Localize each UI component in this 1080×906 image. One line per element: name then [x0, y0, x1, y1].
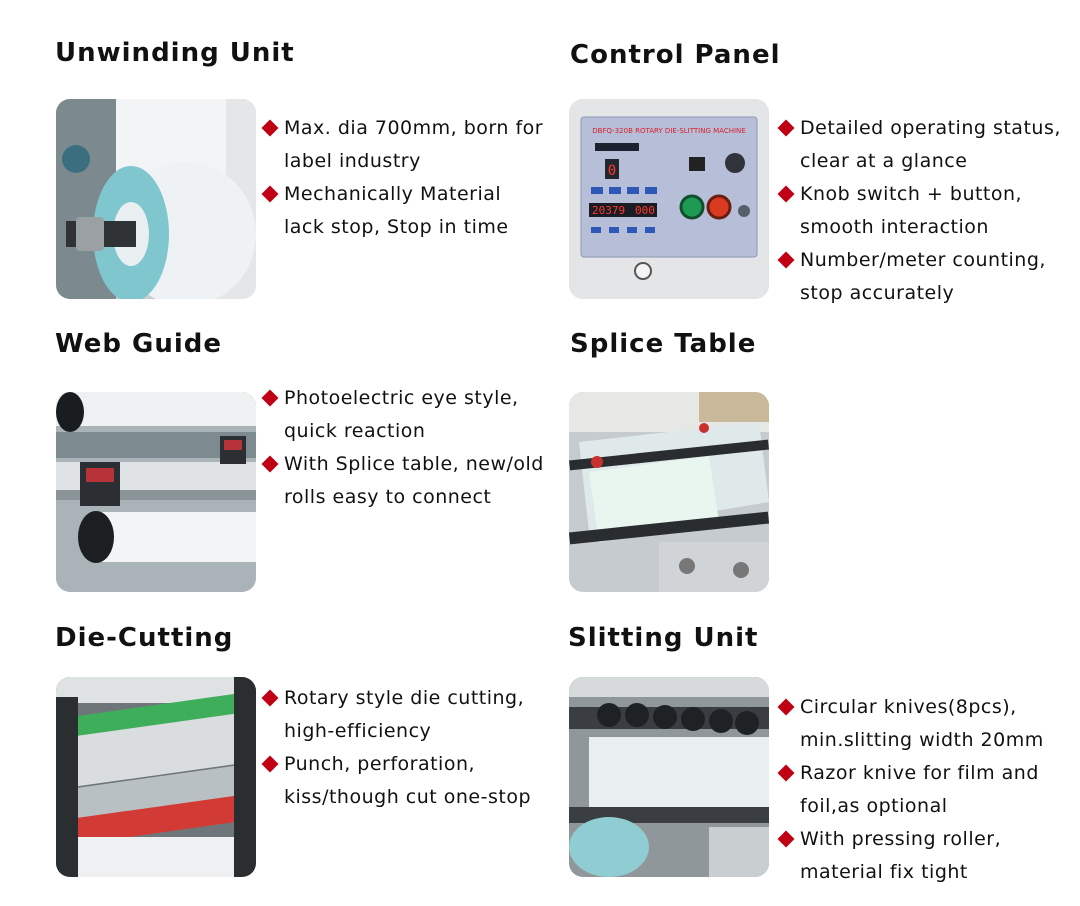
web-guide-bullets: Photoelectric eye style, quick reaction …	[261, 382, 544, 514]
list-item: Mechanically Material lack stop, Stop in…	[261, 178, 543, 244]
slitting-unit-bullets: Circular knives(8pcs), min.slitting widt…	[777, 691, 1044, 889]
control-panel-bullets: Detailed operating status, clear at a gl…	[777, 112, 1061, 310]
section-title-web-guide: Web Guide	[55, 329, 223, 359]
web-guide-photo	[56, 392, 256, 592]
die-cutting-photo	[56, 677, 256, 877]
list-item: Knob switch + button, smooth interaction	[777, 178, 1061, 244]
diamond-bullet-icon	[777, 251, 795, 269]
counter-value: 20379	[592, 204, 625, 217]
diamond-bullet-icon	[261, 689, 279, 707]
section-title-unwinding-unit: Unwinding Unit	[55, 38, 295, 68]
slitting-unit-photo	[569, 677, 769, 877]
list-item: With Splice table, new/old rolls easy to…	[261, 448, 544, 514]
list-item: Max. dia 700mm, born for label industry	[261, 112, 543, 178]
diamond-bullet-icon	[261, 389, 279, 407]
section-title-splice-table: Splice Table	[570, 329, 757, 359]
list-item: Detailed operating status, clear at a gl…	[777, 112, 1061, 178]
unwinding-unit-bullets: Max. dia 700mm, born for label industry …	[261, 112, 543, 244]
diamond-bullet-icon	[777, 119, 795, 137]
section-title-control-panel: Control Panel	[570, 40, 781, 70]
diamond-bullet-icon	[777, 764, 795, 782]
section-title-die-cutting: Die-Cutting	[55, 623, 234, 653]
diamond-bullet-icon	[261, 185, 279, 203]
diamond-bullet-icon	[777, 830, 795, 848]
diamond-bullet-icon	[261, 455, 279, 473]
svg-text:0: 0	[608, 163, 616, 179]
list-item: Number/meter counting, stop accurately	[777, 244, 1061, 310]
counter-small: 000	[635, 204, 655, 217]
list-item: Punch, perforation, kiss/though cut one-…	[261, 748, 531, 814]
list-item: Circular knives(8pcs), min.slitting widt…	[777, 691, 1044, 757]
list-item: Razor knive for film and foil,as optiona…	[777, 757, 1044, 823]
list-item: Photoelectric eye style, quick reaction	[261, 382, 544, 448]
panel-label: DBFQ-320B ROTARY DIE-SLITTING MACHINE	[592, 127, 745, 135]
diamond-bullet-icon	[261, 755, 279, 773]
die-cutting-bullets: Rotary style die cutting, high-efficienc…	[261, 682, 531, 814]
unwinding-roll-photo	[56, 99, 256, 299]
section-title-slitting-unit: Slitting Unit	[568, 623, 759, 653]
control-panel-photo: DBFQ-320B ROTARY DIE-SLITTING MACHINE 0 …	[569, 99, 769, 299]
diamond-bullet-icon	[777, 185, 795, 203]
list-item: Rotary style die cutting, high-efficienc…	[261, 682, 531, 748]
splice-table-photo	[569, 392, 769, 592]
list-item: With pressing roller, material fix tight	[777, 823, 1044, 889]
diamond-bullet-icon	[777, 698, 795, 716]
diamond-bullet-icon	[261, 119, 279, 137]
